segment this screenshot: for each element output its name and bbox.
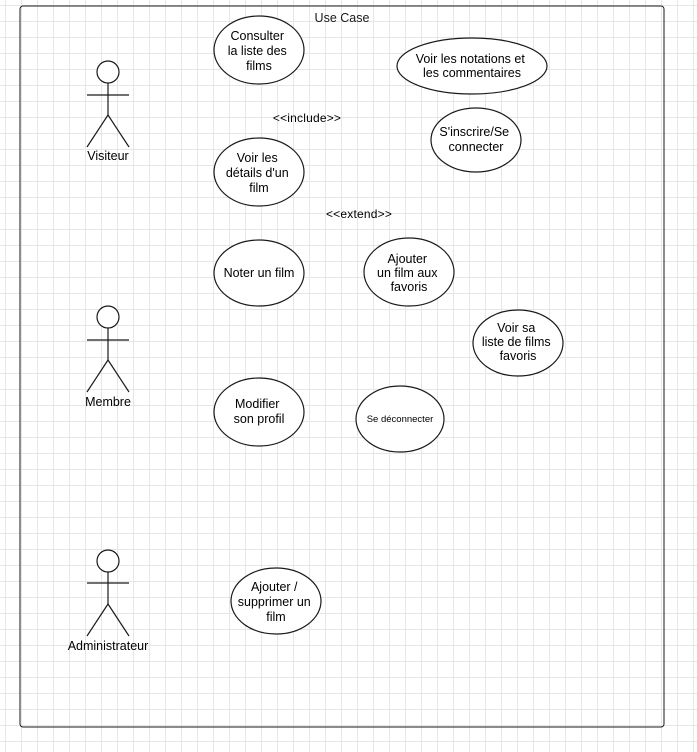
use-case-label: Voir les notations et les commentaires bbox=[416, 52, 529, 80]
use-case-label: Voir les détails d'un film bbox=[226, 151, 292, 195]
extend-label: <<extend>> bbox=[326, 207, 392, 221]
actor-visiteur[interactable]: Visiteur bbox=[86, 60, 130, 163]
use-case-label: Se déconnecter bbox=[367, 414, 434, 425]
use-case-modifier-profil[interactable]: Modifier son profil bbox=[213, 377, 305, 447]
use-case-voir-notations[interactable]: Voir les notations et les commentaires bbox=[396, 37, 548, 95]
use-case-ajouter-favoris[interactable]: Ajouter un film aux favoris bbox=[363, 237, 455, 307]
boundary-title: Use Case bbox=[315, 11, 370, 25]
use-case-voir-favoris[interactable]: Voir sa liste de films favoris bbox=[472, 309, 564, 377]
use-case-ellipse bbox=[430, 107, 522, 173]
use-case-ellipse bbox=[213, 15, 305, 85]
use-case-label: Ajouter un film aux favoris bbox=[377, 252, 441, 294]
actor-head bbox=[96, 305, 120, 329]
actor-label: Administrateur bbox=[68, 639, 149, 653]
actor-label: Membre bbox=[85, 395, 131, 409]
use-case-ellipse bbox=[213, 377, 305, 447]
use-case-ellipse bbox=[363, 237, 455, 307]
use-case-noter-film[interactable]: Noter un film bbox=[213, 239, 305, 307]
use-case-ellipse bbox=[213, 239, 305, 307]
actor-left-leg bbox=[86, 603, 109, 637]
use-case-se-deconnecter[interactable]: Se déconnecter bbox=[355, 385, 445, 453]
actor-membre[interactable]: Membre bbox=[85, 305, 131, 409]
use-case-inscrire[interactable]: S'inscrire/Se connecter bbox=[430, 107, 522, 173]
use-case-ellipse bbox=[213, 137, 305, 207]
actor-left-leg bbox=[86, 359, 109, 393]
use-case-ellipse bbox=[472, 309, 564, 377]
actor-administrateur[interactable]: Administrateur bbox=[68, 549, 149, 653]
use-case-ellipse bbox=[355, 385, 445, 453]
use-case-voir-details[interactable]: Voir les détails d'un film bbox=[213, 137, 305, 207]
use-case-ajouter-supprimer[interactable]: Ajouter / supprimer un film bbox=[230, 567, 322, 635]
use-case-label: Consulter la liste des films bbox=[228, 29, 291, 73]
use-case-label: Ajouter / supprimer un film bbox=[238, 580, 314, 624]
actor-right-leg bbox=[107, 603, 130, 637]
actor-head bbox=[96, 60, 120, 84]
actor-label: Visiteur bbox=[87, 149, 128, 163]
actor-right-leg bbox=[107, 114, 130, 148]
actor-head bbox=[96, 549, 120, 573]
use-case-ellipse bbox=[230, 567, 322, 635]
use-case-consulter-liste[interactable]: Consulter la liste des films bbox=[213, 15, 305, 85]
actor-left-leg bbox=[86, 114, 109, 148]
actor-right-leg bbox=[107, 359, 130, 393]
include-label: <<include>> bbox=[273, 111, 341, 125]
use-case-label: S'inscrire/Se connecter bbox=[439, 125, 512, 154]
use-case-label: Modifier son profil bbox=[234, 397, 285, 426]
use-case-ellipse bbox=[396, 37, 548, 95]
use-case-label: Noter un film bbox=[224, 266, 295, 280]
system-boundary bbox=[19, 5, 665, 728]
use-case-label: Voir sa liste de films favoris bbox=[482, 321, 554, 363]
